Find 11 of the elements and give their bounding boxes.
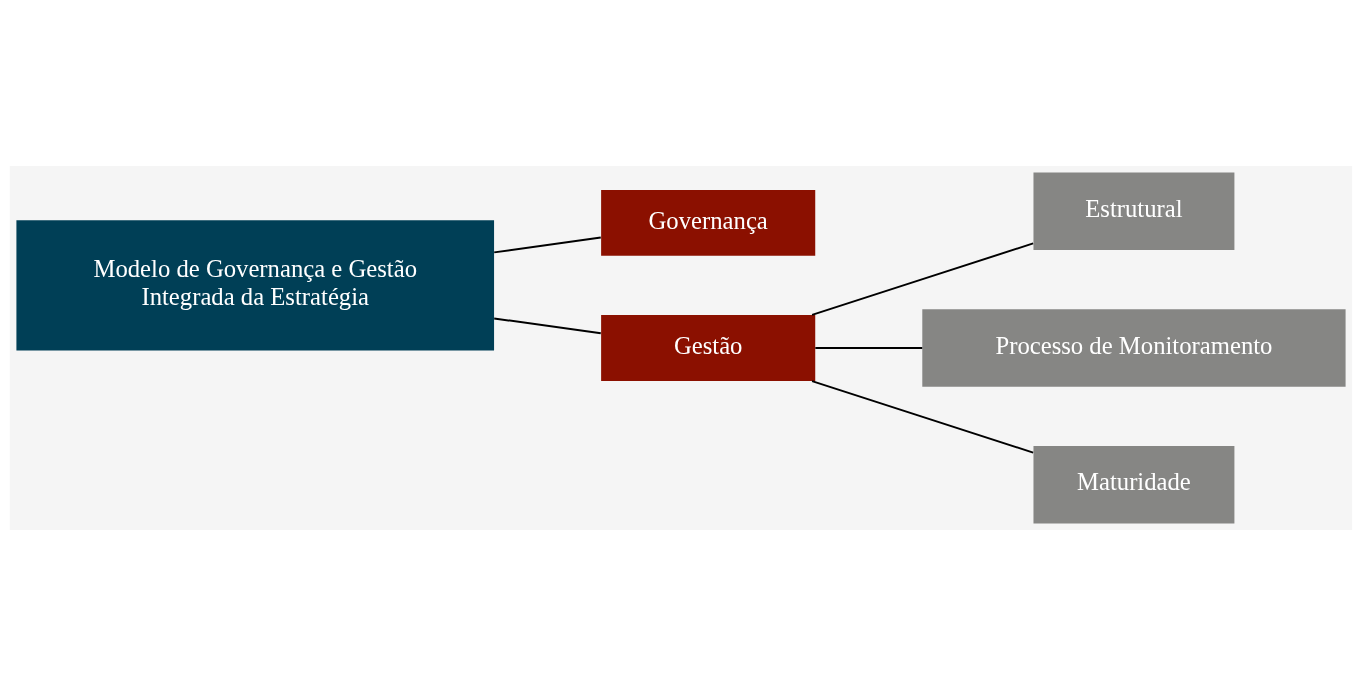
node-box: Governança (601, 189, 816, 256)
node-box: Maturidade (1033, 445, 1235, 523)
node-box: Gestão (601, 314, 816, 381)
node-box: Processo de Monitoramento (922, 308, 1346, 387)
node-box: Modelo de Governança e Gestão Integrada da Estratégia (16, 219, 495, 350)
node-box: Estrutural (1033, 172, 1235, 250)
connector (811, 379, 1035, 454)
connector (493, 316, 602, 334)
connector (493, 236, 602, 253)
connector (814, 346, 924, 349)
connector (811, 241, 1035, 316)
